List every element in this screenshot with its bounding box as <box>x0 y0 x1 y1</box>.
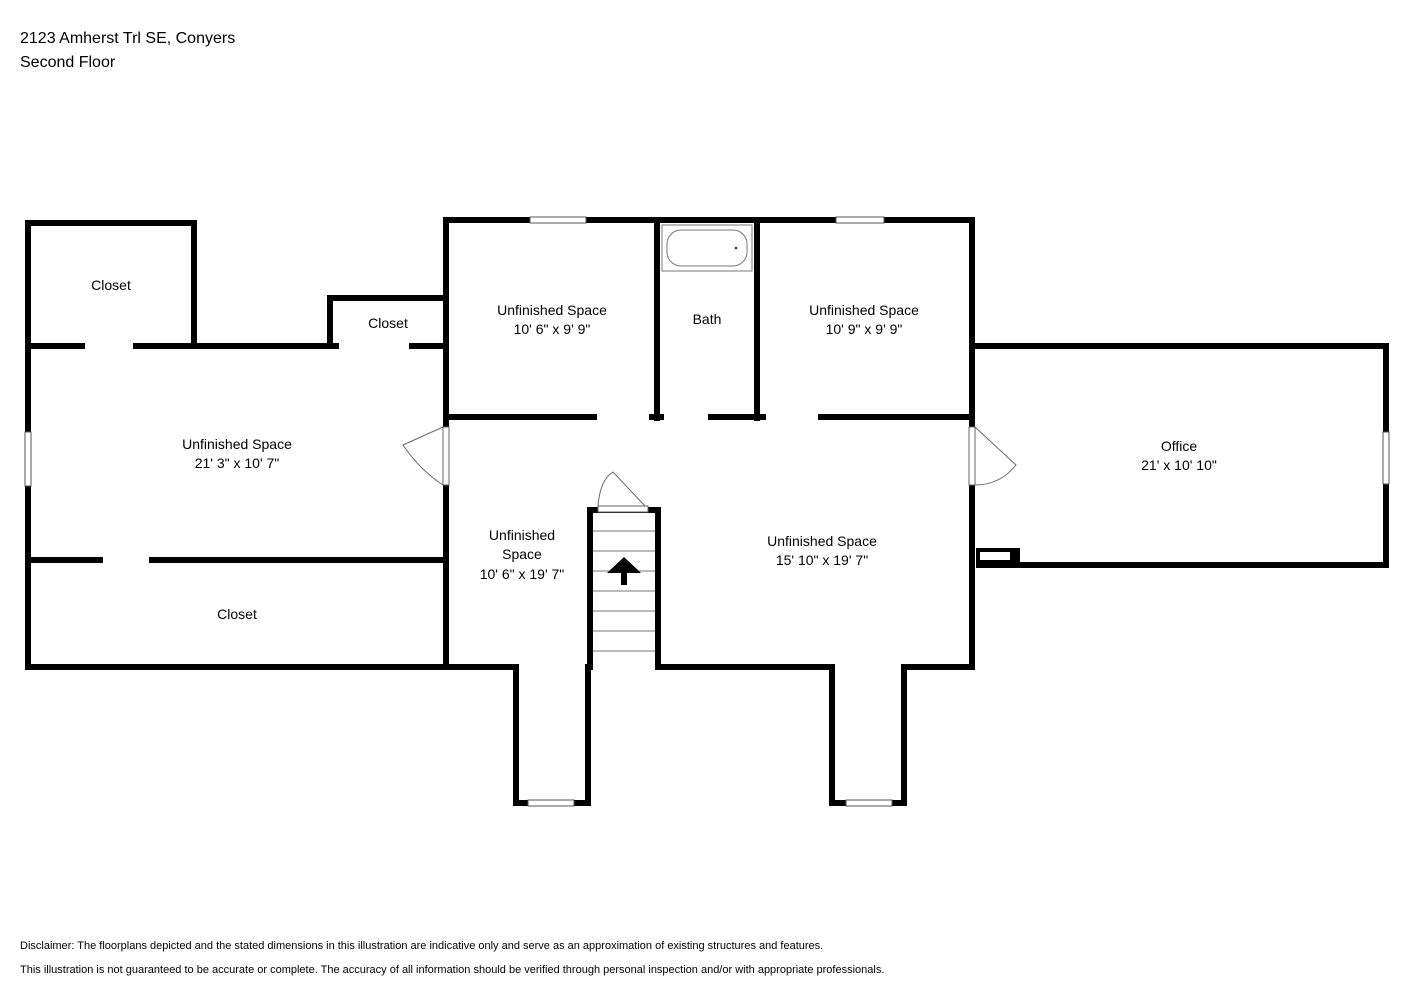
room-unfinished-center-right: Unfinished Space <box>767 533 877 549</box>
disclaimer-line-2: This illustration is not guaranteed to b… <box>20 964 885 976</box>
room-closet-bottom: Closet <box>217 606 257 622</box>
room-unfinished-center-right-dims: 15' 10" x 19' 7" <box>776 552 868 568</box>
wall-closet-top-left <box>25 220 197 348</box>
door-left-leaf <box>442 426 450 486</box>
room-unfinished-center-left-dims: 10' 6" x 19' 7" <box>480 566 565 582</box>
room-unfinished-center-left-line1: Unfinished <box>489 527 555 543</box>
doors <box>402 426 1017 513</box>
room-closet-small: Closet <box>368 315 408 331</box>
wall-office <box>972 343 1389 568</box>
bathtub <box>661 224 753 272</box>
room-bath: Bath <box>693 311 722 327</box>
room-unfinished-top-b-dims: 10' 9" x 9' 9" <box>826 321 903 337</box>
door-left-swing <box>402 426 444 486</box>
room-unfinished-left: Unfinished Space <box>182 436 292 452</box>
wall-top <box>443 217 975 430</box>
door-office-swing <box>974 426 1017 486</box>
room-office-dims: 21' x 10' 10" <box>1141 457 1217 473</box>
staircase <box>593 530 655 652</box>
room-closet-top-left: Closet <box>91 277 131 293</box>
walls <box>25 217 1389 806</box>
wall-small-closet <box>327 295 446 349</box>
window-bottom-b <box>845 799 893 807</box>
window-top-b <box>835 216 885 224</box>
wall-right-lower <box>655 482 975 806</box>
wall-bump-left <box>443 664 593 806</box>
window-bottom-a <box>527 799 575 807</box>
stair-up-arrow-icon <box>607 557 641 585</box>
room-unfinished-top-b: Unfinished Space <box>809 302 919 318</box>
window-top-a <box>529 216 587 224</box>
door-office-leaf <box>968 426 976 486</box>
windows <box>24 216 1390 807</box>
room-unfinished-top-a-dims: 10' 6" x 9' 9" <box>514 321 591 337</box>
window-left <box>24 431 32 487</box>
door-stair-leaf <box>597 505 649 513</box>
wall-stair <box>587 507 661 670</box>
room-office: Office <box>1161 438 1198 454</box>
room-unfinished-top-a: Unfinished Space <box>497 302 607 318</box>
window-office <box>1382 431 1390 485</box>
room-unfinished-center-left-line2: Space <box>502 546 542 562</box>
room-labels: Closet Closet Unfinished Space 21' 3" x … <box>91 277 1217 622</box>
room-unfinished-left-dims: 21' 3" x 10' 7" <box>195 455 280 471</box>
office-step-inner <box>980 552 1010 560</box>
door-stair-swing <box>597 471 646 507</box>
disclaimer-line-1: Disclaimer: The floorplans depicted and … <box>20 940 824 952</box>
address-title: 2123 Amherst Trl SE, Conyers <box>20 30 236 47</box>
floor-title: Second Floor <box>20 54 116 71</box>
